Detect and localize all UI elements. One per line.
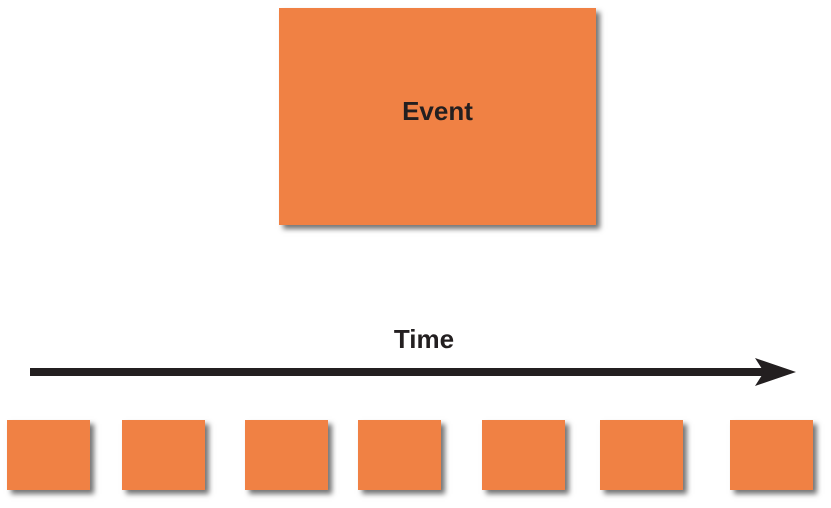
event-box: Event: [279, 8, 596, 225]
time-arrow-head: [755, 358, 796, 386]
timeline-box: [245, 420, 328, 490]
timeline-box: [482, 420, 565, 490]
timeline-box: [7, 420, 90, 490]
timeline-box: [730, 420, 813, 490]
time-arrow-shaft: [30, 368, 765, 376]
timeline-box: [358, 420, 441, 490]
event-label: Event: [402, 96, 473, 126]
timeline-box: [600, 420, 683, 490]
time-label: Time: [393, 324, 455, 354]
timeline-box: [122, 420, 205, 490]
